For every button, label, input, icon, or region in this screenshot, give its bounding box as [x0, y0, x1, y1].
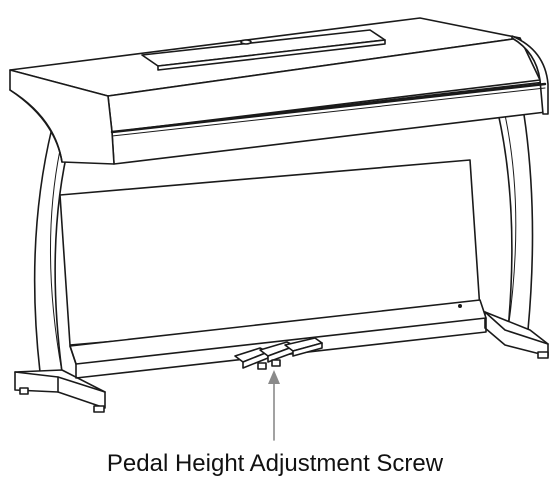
right-side-leg: [494, 89, 534, 331]
music-rest: [141, 29, 386, 71]
pedal-height-adjustment-screw-label: Pedal Height Adjustment Screw: [106, 450, 444, 477]
pedals: [234, 337, 323, 370]
pointer-arrow: [268, 370, 280, 441]
left-foot: [14, 369, 106, 413]
right-foot: [484, 311, 549, 359]
